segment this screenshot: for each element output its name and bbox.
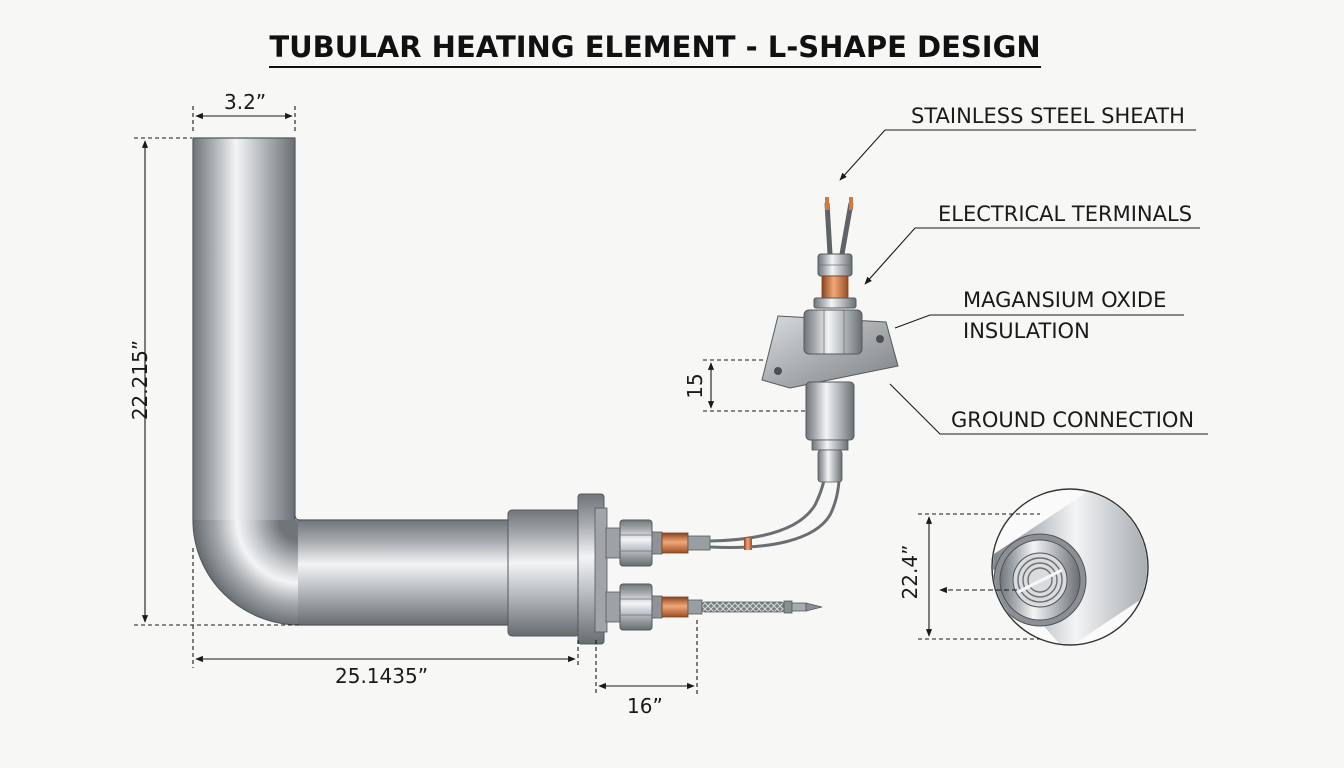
lower-terminal [605, 583, 823, 631]
dim-flange-height: 15 [683, 373, 707, 399]
callout-stainless-steel-sheath: STAINLESS STEEL SHEATH [911, 104, 1185, 128]
l-shaped-tube [192, 137, 510, 626]
upper-terminal [605, 519, 711, 567]
dim-tube-width: 3.2” [224, 90, 267, 114]
dim-terminal-length: 16” [627, 694, 663, 718]
terminal-assembly-detail [761, 197, 899, 483]
cross-section-detail [991, 488, 1149, 646]
dim-tube-length: 25.1435” [335, 664, 429, 688]
callout-insulation-line1: MAGANSIUM OXIDE [963, 288, 1167, 312]
callout-ground-connection: GROUND CONNECTION [951, 408, 1195, 432]
dim-section-diameter: 22.4” [898, 544, 922, 600]
callout-electrical-terminals: ELECTRICAL TERMINALS [938, 202, 1193, 226]
dim-tube-height: 22.215” [128, 339, 152, 421]
flange-fitting [507, 493, 608, 645]
callout-insulation-line2: INSULATION [963, 319, 1090, 343]
page-title: TUBULAR HEATING ELEMENT - L-SHAPE DESIGN [0, 30, 1310, 68]
dimension-lines [134, 106, 1040, 695]
callout-leaders [839, 129, 1208, 435]
